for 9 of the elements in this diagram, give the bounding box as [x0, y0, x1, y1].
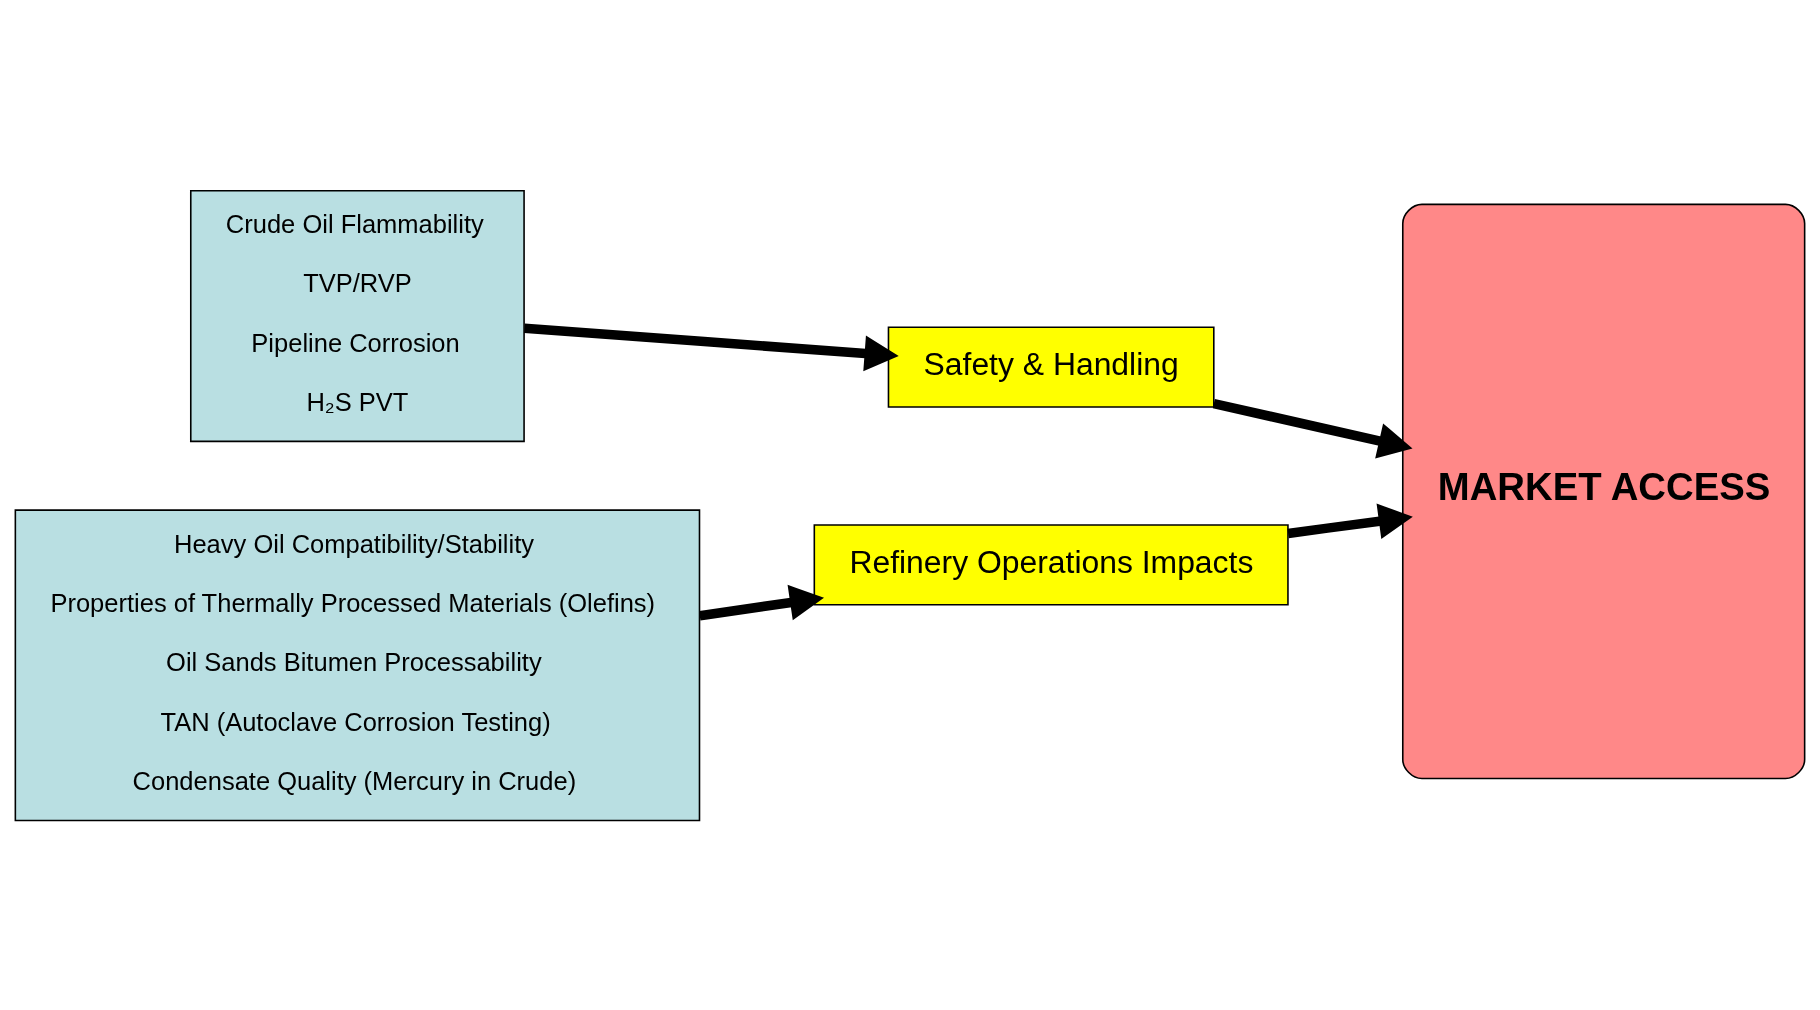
node-box: MARKET ACCESS: [1402, 203, 1806, 779]
node-box: Crude Oil Flammability TVP/RVP Pipeline Corrosion H₂S PVT: [189, 189, 525, 442]
node-box: Heavy Oil Compatibility/Stability Properties of Thermally Processed Materials (Olefins) Oil Sands Bitumen Processability TAN (Autoclave Corrosion Testing) Condensate Quality (Mercury in Crude): [14, 508, 701, 821]
arrow: [524, 323, 899, 371]
arrow: [1287, 502, 1413, 539]
node-box: Refinery Operations Impacts: [813, 523, 1289, 605]
node-box: Safety & Handling: [887, 325, 1215, 408]
arrow: [699, 584, 825, 620]
arrow: [1212, 398, 1413, 458]
